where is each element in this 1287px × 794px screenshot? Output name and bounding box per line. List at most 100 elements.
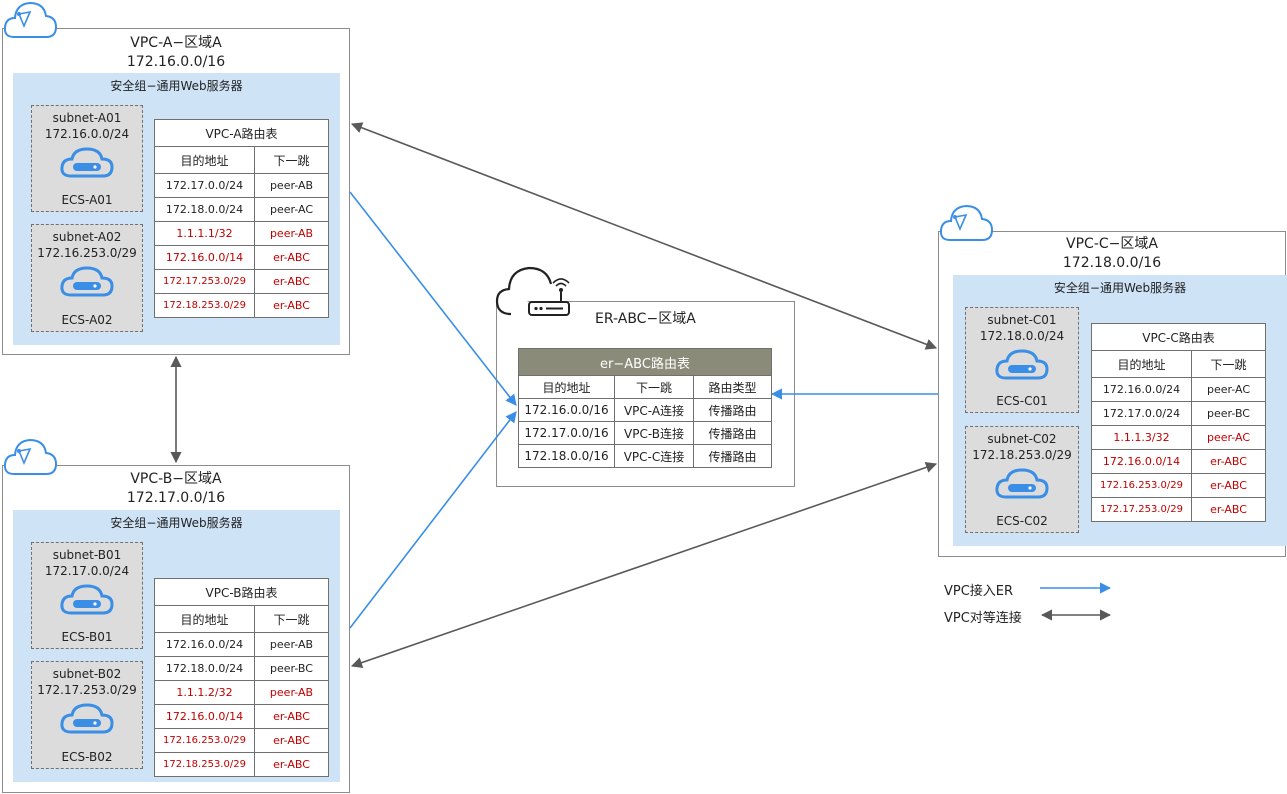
ecs-c01-label: ECS-C01 <box>996 394 1048 408</box>
subnet-a01-name: subnet-A01 <box>52 111 122 125</box>
ecs-c02-label: ECS-C02 <box>996 514 1048 528</box>
subnet-c02: subnet-C02 172.18.253.0/29 ECS-C02 <box>965 426 1079 533</box>
rt-next-hop: peer-AC <box>1190 377 1267 402</box>
vpc-a-cidr: 172.16.0.0/16 <box>126 54 226 70</box>
rt-next-hop: peer-AC <box>253 197 330 222</box>
rt-next-hop: er-ABC <box>253 245 330 270</box>
rt-next-hop: er-ABC <box>1190 473 1267 498</box>
subnet-a02-name: subnet-A02 <box>52 230 122 244</box>
rt-next-hop: er-ABC <box>253 293 330 318</box>
subnet-c02-name: subnet-C02 <box>987 432 1057 446</box>
subnet-b02-name: subnet-B02 <box>52 667 122 681</box>
vpc-a-title: VPC-A−区域A <box>130 35 222 51</box>
rt-dest: 172.17.0.0/24 <box>1091 401 1192 426</box>
legend-peering: VPC对等连接 <box>944 611 1022 626</box>
rt-dest: 172.16.0.0/14 <box>1091 449 1192 474</box>
subnet-c02-cidr: 172.18.253.0/29 <box>972 448 1072 462</box>
vpc-b-security-group: 安全组−通用Web服务器 subnet-B01 172.17.0.0/24 ECS… <box>13 510 340 782</box>
rt-next-hop: er-ABC <box>254 752 329 777</box>
vpc-b-title: VPC-B−区域A <box>130 471 222 487</box>
er-line-a <box>349 191 517 406</box>
rt-header-next-hop: 下一跳 <box>1190 350 1267 378</box>
rt-next-hop: peer-BC <box>1190 401 1267 426</box>
subnet-c01-cidr: 172.18.0.0/24 <box>979 329 1065 343</box>
rt-dest: 172.18.253.0/29 <box>154 293 255 318</box>
peer-line-b-c <box>350 462 938 668</box>
vpc-c-sg-label: 安全组−通用Web服务器 <box>1053 281 1187 295</box>
er-rt-next-hop: VPC-A连接 <box>614 398 694 422</box>
rt-header-dest: 目的地址 <box>154 605 255 633</box>
ecs-server-icon <box>60 584 114 615</box>
rt-dest: 172.16.253.0/29 <box>1091 473 1192 498</box>
er-header-dest: 目的地址 <box>518 375 615 399</box>
vpc-a-sg-label: 安全组−通用Web服务器 <box>110 79 243 93</box>
vpc-c-box: VPC-C−区域A 172.18.0.0/16 安全组−通用Web服务器 sub… <box>938 231 1287 557</box>
subnet-c01-name: subnet-C01 <box>987 313 1057 327</box>
ecs-server-icon <box>60 703 114 734</box>
vpc-b-cidr: 172.17.0.0/16 <box>126 490 226 506</box>
subnet-a01: subnet-A01 172.16.0.0/24 ECS-A01 <box>31 105 143 212</box>
vpc-b-rt-title: VPC-B路由表 <box>154 578 329 606</box>
rt-next-hop: er-ABC <box>254 728 329 753</box>
vpc-a-security-group: 安全组−通用Web服务器 subnet-A01 172.16.0.0/24 ECS… <box>13 73 340 345</box>
er-rt-title: er−ABC路由表 <box>517 348 773 376</box>
rt-dest: 172.17.0.0/24 <box>154 173 255 198</box>
rt-next-hop: peer-AB <box>254 680 329 705</box>
rt-next-hop: peer-AC <box>1190 425 1267 450</box>
subnet-a02-cidr: 172.16.253.0/29 <box>37 246 137 260</box>
subnet-a02: subnet-A02 172.16.253.0/29 ECS-A02 <box>31 224 143 332</box>
er-rt-dest: 172.18.0.0/16 <box>518 444 615 468</box>
vpc-c-security-group: 安全组−通用Web服务器 subnet-C01 172.18.0.0/24 ECS… <box>953 275 1287 546</box>
rt-next-hop: peer-AB <box>253 221 330 246</box>
vpc-c-rt-title: VPC-C路由表 <box>1090 323 1267 351</box>
er-rt-next-hop: VPC-B连接 <box>614 421 694 445</box>
peer-line-a-c <box>350 122 938 350</box>
rt-dest: 172.16.253.0/29 <box>154 728 255 753</box>
rt-next-hop: er-ABC <box>1190 449 1267 474</box>
ecs-server-icon <box>995 468 1049 499</box>
subnet-b02: subnet-B02 172.17.253.0/29 ECS-B02 <box>31 661 143 769</box>
rt-dest: 172.16.0.0/24 <box>1091 377 1192 402</box>
vpc-a-rt-title: VPC-A路由表 <box>153 119 330 147</box>
rt-dest: 172.18.0.0/24 <box>154 197 255 222</box>
subnet-b01: subnet-B01 172.17.0.0/24 ECS-B01 <box>31 542 143 649</box>
rt-dest: 172.18.253.0/29 <box>154 752 255 777</box>
rt-next-hop: peer-AB <box>254 632 329 657</box>
rt-next-hop: peer-AB <box>253 173 330 198</box>
rt-header-dest: 目的地址 <box>1091 350 1192 378</box>
rt-next-hop: er-ABC <box>253 269 330 294</box>
subnet-a01-cidr: 172.16.0.0/24 <box>44 127 130 141</box>
vpc-c-cloud-icon <box>939 204 994 241</box>
vpc-c-cidr: 172.18.0.0/16 <box>1062 255 1162 271</box>
ecs-a01-label: ECS-A01 <box>61 193 113 207</box>
ecs-b01-label: ECS-B01 <box>61 630 113 644</box>
subnet-b01-name: subnet-B01 <box>52 548 122 562</box>
rt-dest: 1.1.1.1/32 <box>154 221 255 246</box>
rt-next-hop: er-ABC <box>254 704 329 729</box>
er-rt-type: 传播路由 <box>692 421 773 445</box>
rt-dest: 172.18.0.0/24 <box>154 656 255 681</box>
subnet-c01: subnet-C01 172.18.0.0/24 ECS-C01 <box>965 307 1079 413</box>
subnet-b01-cidr: 172.17.0.0/24 <box>44 564 130 578</box>
ecs-b02-label: ECS-B02 <box>61 750 113 764</box>
vpc-a-cloud-icon <box>3 1 58 38</box>
vpc-a-box: VPC-A−区域A 172.16.0.0/16 安全组−通用Web服务器 sub… <box>2 28 350 355</box>
er-line-b <box>349 411 517 629</box>
ecs-server-icon <box>60 147 114 178</box>
vpc-c-title: VPC-C−区域A <box>1066 236 1158 252</box>
ecs-a02-label: ECS-A02 <box>61 313 113 327</box>
ecs-server-icon <box>60 266 114 297</box>
vpc-b-sg-label: 安全组−通用Web服务器 <box>110 516 243 530</box>
legend-er-attach: VPC接入ER <box>944 584 1014 599</box>
subnet-b02-cidr: 172.17.253.0/29 <box>37 683 137 697</box>
vpc-b-box: VPC-B−区域A 172.17.0.0/16 安全组−通用Web服务器 sub… <box>2 465 350 793</box>
ecs-server-icon <box>995 349 1049 380</box>
rt-next-hop: er-ABC <box>1190 497 1267 522</box>
rt-header-next-hop: 下一跳 <box>253 146 330 174</box>
vpc-b-cloud-icon <box>3 438 58 475</box>
